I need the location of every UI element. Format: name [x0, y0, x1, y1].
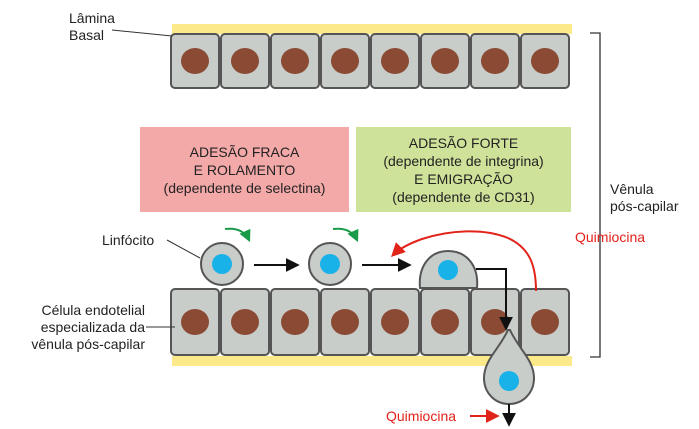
chemokine-label-top: Quimiocina	[575, 229, 646, 245]
strong-adhesion-box: ADESÃO FORTE (dependente de integrina) E…	[356, 127, 571, 212]
basal-lamina-label-line1: Lâmina	[69, 10, 115, 26]
endothelial-nucleus	[281, 48, 309, 74]
bottom-endothelium	[170, 288, 570, 356]
venule-label: Vênula pós-capilar	[610, 181, 678, 215]
endothelial-nucleus	[531, 48, 559, 74]
lymphocyte-nucleus	[212, 254, 232, 274]
lymphocyte-nucleus	[438, 260, 458, 280]
basal-lamina-top	[172, 24, 572, 34]
strong-adhesion-line4: (dependente de CD31)	[392, 188, 535, 205]
endothelial-nucleus	[331, 309, 359, 335]
endothelial-label-line3: vênula pós-capilar	[31, 336, 145, 352]
lymphocyte-rolling-2	[308, 242, 352, 286]
venule-label-line1: Vênula	[610, 181, 654, 197]
endothelial-nucleus	[231, 309, 259, 335]
endothelial-nucleus	[381, 48, 409, 74]
endothelial-cell-label: Célula endotelial especializada da vênul…	[10, 302, 145, 353]
chemokine-label-bottom: Quimiocina	[386, 408, 457, 424]
top-endothelium	[170, 33, 570, 89]
venule-label-line2: pós-capilar	[610, 198, 679, 214]
chemokine-arrow-top	[391, 230, 537, 292]
endothelial-nucleus	[181, 48, 209, 74]
endothelial-nucleus	[481, 309, 509, 335]
lymphocyte-label: Linfócito	[102, 232, 155, 248]
endothelial-label-line1: Célula endotelial	[41, 302, 145, 318]
basal-lamina-label-line2: Basal	[69, 27, 105, 43]
weak-adhesion-line1: ADESÃO FRACA	[189, 143, 300, 160]
endothelial-nucleus	[431, 309, 459, 335]
endothelial-nucleus	[531, 309, 559, 335]
weak-adhesion-line3: (dependente de selectina)	[163, 179, 326, 196]
rolling-arrow-2	[332, 227, 359, 243]
basal-lamina-label: Lâmina Basal	[69, 10, 115, 44]
endothelial-nucleus	[331, 48, 359, 74]
lymphocyte-nucleus	[320, 254, 340, 274]
strong-adhesion-line2: (dependente de integrina)	[383, 152, 544, 169]
strong-adhesion-line3: E EMIGRAÇÃO	[414, 170, 513, 187]
basal-lamina-pointer	[111, 29, 173, 37]
lymphocyte-pointer	[166, 239, 201, 259]
endothelial-nucleus	[231, 48, 259, 74]
basal-lamina-bottom	[172, 356, 572, 366]
strong-adhesion-line1: ADESÃO FORTE	[408, 134, 519, 151]
endothelial-label-line2: especializada da	[40, 319, 145, 335]
endothelial-nucleus	[281, 309, 309, 335]
lymphocyte-adhered	[418, 249, 479, 289]
endothelial-nucleus	[181, 309, 209, 335]
weak-adhesion-box: ADESÃO FRACA E ROLAMENTO (dependente de …	[140, 127, 349, 212]
weak-adhesion-line2: E ROLAMENTO	[193, 161, 296, 178]
lymphocyte-rolling-1	[200, 242, 244, 286]
endothelial-nucleus	[431, 48, 459, 74]
lymphocyte-nucleus	[499, 371, 519, 391]
endothelial-nucleus	[381, 309, 409, 335]
rolling-arrow-1	[224, 227, 251, 243]
endothelial-nucleus	[481, 48, 509, 74]
emigration-path-arrow	[476, 268, 513, 331]
venule-bracket	[590, 32, 601, 358]
